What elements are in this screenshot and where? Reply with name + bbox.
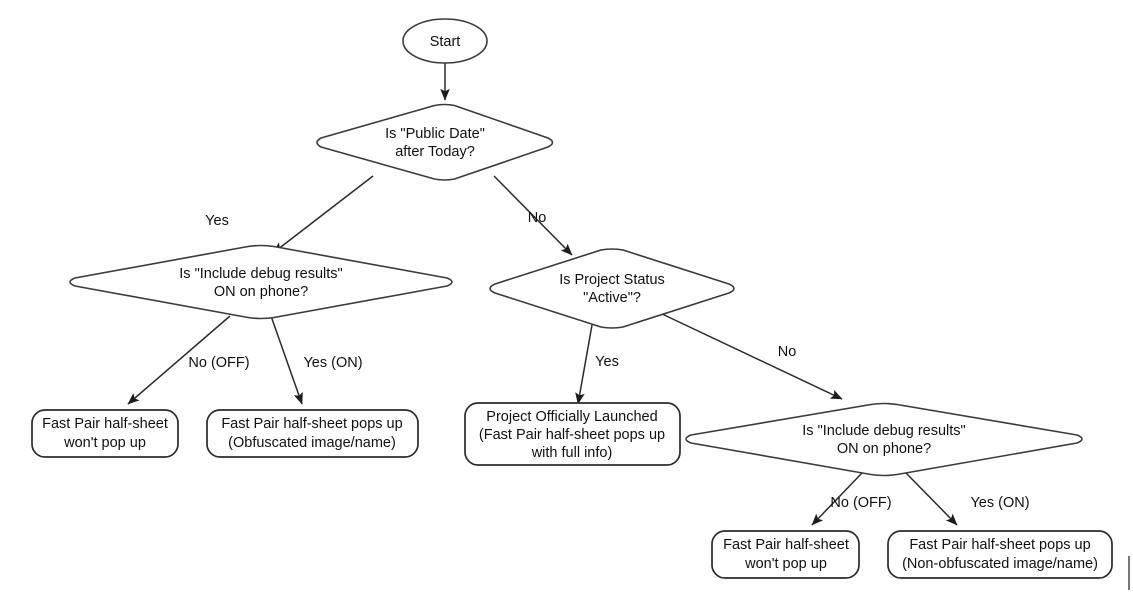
edge-debug-right-no: No (OFF) [811,472,892,526]
start-ellipse[interactable] [402,18,488,64]
edge-line [659,312,843,400]
project-status-line-2: "Active"? [583,290,641,306]
edge-public-date-yes: Yes [205,175,374,254]
non-obfuscated-line-2: (Non-obfuscated image/name) [902,556,1098,572]
debug-left-line-2: ON on phone? [214,284,308,300]
debug-right-diamond[interactable] [685,402,1083,477]
node-project-status-decision[interactable]: Is Project Status "Active"? [489,248,735,329]
debug-left-diamond[interactable] [69,244,453,320]
edge-line [270,315,303,405]
edge-line [127,315,231,405]
edge-label-debug-right-no: No (OFF) [830,495,891,511]
node-start[interactable]: Start [402,18,488,64]
edge-line [811,472,863,526]
edge-label-project-status-no: No [778,344,797,360]
project-launched-box[interactable] [464,402,681,466]
node-terminal-no-popup-left[interactable]: Fast Pair half-sheet won't pop up [31,409,179,458]
debug-right-line-2: ON on phone? [837,441,931,457]
project-status-diamond[interactable] [489,248,735,329]
edge-label-debug-left-no: No (OFF) [188,355,249,371]
node-debug-results-decision-left[interactable]: Is "Include debug results" ON on phone? [69,244,453,320]
edge-label-debug-left-yes: Yes (ON) [303,355,362,371]
project-launched-line-1: Project Officially Launched [486,409,657,425]
edge-label-project-status-yes: Yes [595,354,619,370]
node-public-date-decision[interactable]: Is "Public Date" after Today? [316,103,554,181]
project-launched-line-2: (Fast Pair half-sheet pops up [479,427,665,443]
public-date-line-1: Is "Public Date" [385,126,485,142]
obfuscated-box[interactable] [206,409,419,458]
node-terminal-non-obfuscated[interactable]: Fast Pair half-sheet pops up (Non-obfusc… [887,530,1113,579]
no-popup-left-box[interactable] [31,409,179,458]
node-terminal-project-launched[interactable]: Project Officially Launched (Fast Pair h… [464,402,681,466]
edge-line [272,175,374,254]
node-terminal-obfuscated[interactable]: Fast Pair half-sheet pops up (Obfuscated… [206,409,419,458]
non-obfuscated-line-1: Fast Pair half-sheet pops up [909,537,1090,553]
edge-group: Yes No No (OFF) Yes (ON) Yes [127,63,1030,526]
no-popup-right-line-1: Fast Pair half-sheet [723,537,849,553]
no-popup-left-line-2: won't pop up [63,435,146,451]
edge-line [575,324,593,405]
public-date-diamond[interactable] [316,103,554,181]
obfuscated-line-1: Fast Pair half-sheet pops up [221,416,402,432]
no-popup-right-box[interactable] [711,530,860,579]
edge-line [905,472,958,526]
project-launched-line-3: with full info) [531,445,613,461]
project-status-line-1: Is Project Status [559,272,665,288]
edge-debug-left-yes: Yes (ON) [270,315,363,405]
no-popup-right-line-2: won't pop up [744,556,827,572]
edge-public-date-no: No [493,175,573,256]
node-debug-results-decision-right[interactable]: Is "Include debug results" ON on phone? [685,402,1083,477]
edge-project-status-yes: Yes [575,324,619,405]
no-popup-left-line-1: Fast Pair half-sheet [42,416,168,432]
edge-line [493,175,573,256]
obfuscated-line-2: (Obfuscated image/name) [228,435,396,451]
debug-right-line-1: Is "Include debug results" [802,423,965,439]
start-label: Start [430,34,461,50]
edge-label-public-date-yes: Yes [205,213,229,229]
edge-project-status-no: No [659,312,843,400]
edge-label-public-date-no: No [528,210,547,226]
non-obfuscated-box[interactable] [887,530,1113,579]
node-terminal-no-popup-right[interactable]: Fast Pair half-sheet won't pop up [711,530,860,579]
public-date-line-2: after Today? [395,144,475,160]
edge-label-debug-right-yes: Yes (ON) [970,495,1029,511]
debug-left-line-1: Is "Include debug results" [179,266,342,282]
edge-debug-left-no: No (OFF) [127,315,250,405]
edge-debug-right-yes: Yes (ON) [905,472,1030,526]
